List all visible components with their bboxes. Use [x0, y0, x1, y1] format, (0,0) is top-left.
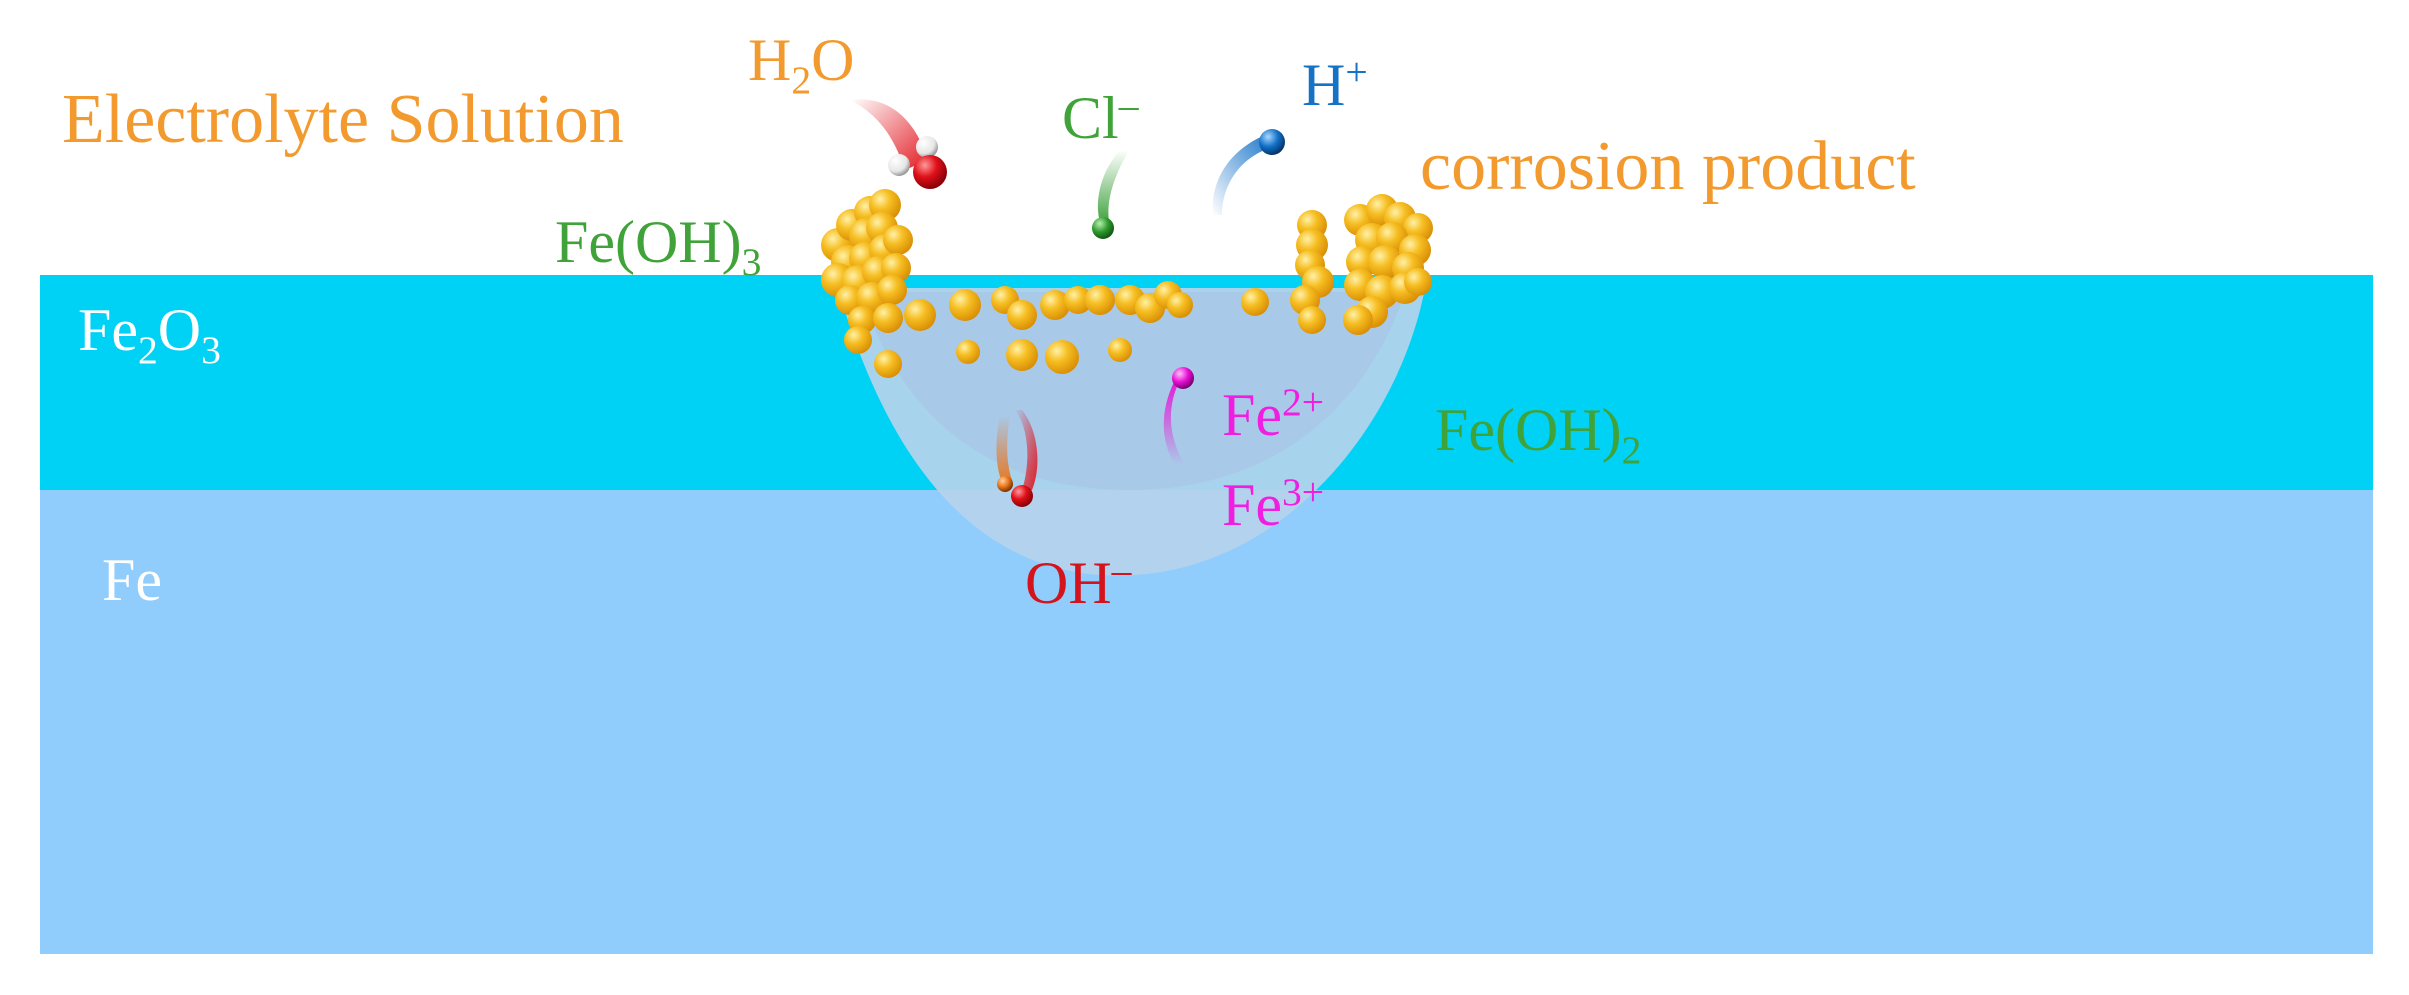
hydrogen-ion [1212, 129, 1285, 215]
chloride-ion [1092, 150, 1128, 239]
hydroxide-label: OH– [1025, 548, 1132, 616]
iron-hydroxide-2-label: Fe(OH)2 [1435, 397, 1642, 472]
corrosion-product-particle [1064, 286, 1092, 314]
corrosion-product-particle [883, 225, 913, 255]
corrosion-product-label: corrosion product [1420, 128, 1916, 205]
corrosion-product-particle [1007, 300, 1037, 330]
iron-oxide-label: Fe2O3 [78, 297, 221, 372]
corrosion-product-particle [1167, 292, 1193, 318]
ferrous-ion [1163, 367, 1194, 465]
corrosion-product-particle [1108, 338, 1132, 362]
corrosion-product-particle [1045, 340, 1079, 374]
iron-hydroxide-3-label: Fe(OH)3 [555, 209, 762, 284]
corrosion-product-particle [874, 350, 902, 378]
corrosion-product-particle [1040, 290, 1070, 320]
ferric-ion-label: Fe3+ [1222, 470, 1325, 538]
iron-layer [40, 490, 2373, 954]
corrosion-product-particle [949, 289, 981, 321]
corrosion-product-particle [873, 303, 903, 333]
corrosion-product-particle [1298, 306, 1326, 334]
corrosion-product-particle [1241, 288, 1269, 316]
corrosion-product-particle [904, 299, 936, 331]
corrosion-product-particle [1404, 268, 1432, 296]
iron-label: Fe [102, 547, 162, 613]
chloride-label: Cl– [1062, 83, 1139, 151]
corrosion-product-particle [1006, 339, 1038, 371]
hydroxide-ion [996, 410, 1038, 507]
corrosion-product-particle [956, 340, 980, 364]
corrosion-product-particle [1085, 285, 1115, 315]
corrosion-product-particle [1343, 305, 1373, 335]
water-label: H2O [748, 27, 855, 102]
corrosion-pit-inner [860, 292, 1405, 490]
electrolyte-solution-label: Electrolyte Solution [62, 81, 624, 158]
corrosion-product-particle [877, 275, 907, 305]
corrosion-product-particles [821, 189, 1433, 378]
water-molecule [835, 99, 947, 189]
corrosion-product-particle [844, 326, 872, 354]
hydrogen-ion-label: H+ [1302, 50, 1368, 118]
ferrous-ion-label: Fe2+ [1222, 380, 1325, 448]
